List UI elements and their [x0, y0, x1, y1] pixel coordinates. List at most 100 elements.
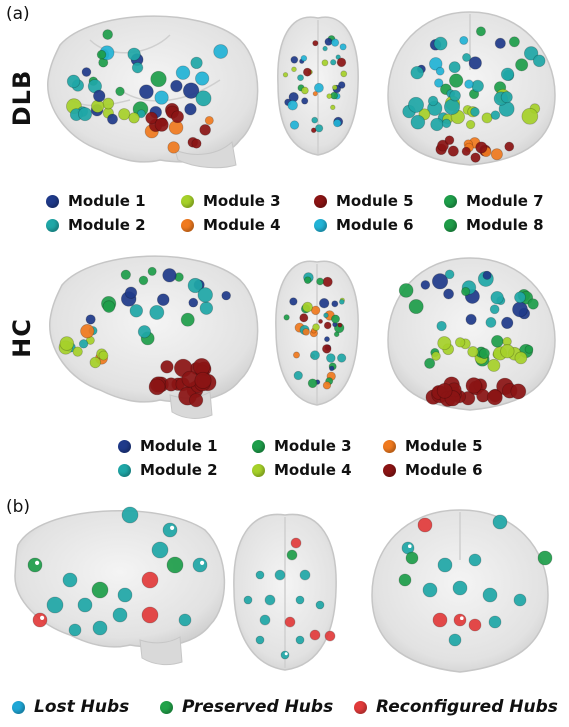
node-sphere: [444, 269, 455, 280]
node-sphere: [195, 90, 212, 107]
node-sphere: [447, 145, 459, 157]
node-sphere: [340, 70, 348, 78]
node-sphere: [188, 297, 199, 308]
node-sphere: [170, 79, 183, 93]
node-sphere: [243, 595, 253, 605]
node-sphere: [197, 287, 213, 303]
node-sphere: [333, 331, 340, 338]
node-sphere: [475, 141, 488, 154]
node-sphere: [329, 365, 335, 372]
node-sphere: [127, 47, 141, 61]
legend-label: Module 6: [405, 461, 483, 479]
node-sphere: [433, 36, 448, 51]
node-sphere: [115, 86, 125, 97]
node-sphere: [302, 67, 312, 77]
legend-label: Module 3: [274, 437, 352, 455]
hub-legend-label: Reconfigured Hubs: [376, 697, 558, 717]
node-sphere: [112, 607, 128, 623]
legend-label: Module 2: [140, 461, 218, 479]
dlb-legend-item: Module 3: [181, 192, 281, 210]
hc-legend-item: Module 2: [118, 461, 218, 479]
node-sphere: [93, 89, 106, 103]
hub-legend-item: Lost Hubs: [12, 697, 129, 717]
node-sphere: [213, 44, 229, 59]
node-sphere: [324, 630, 336, 642]
node-sphere: [280, 650, 290, 660]
node-sphere: [160, 360, 174, 374]
node-sphere: [500, 344, 515, 359]
node-sphere: [461, 146, 471, 157]
node-sphere: [494, 37, 506, 49]
node-sphere: [470, 152, 481, 163]
node-sphere: [311, 116, 319, 124]
node-sphere: [407, 96, 425, 113]
hub-legend-item: Reconfigured Hubs: [354, 697, 558, 717]
dlb-legend-item: Module 7: [444, 192, 544, 210]
node-sphere: [141, 606, 159, 624]
node-sphere: [448, 61, 461, 74]
module-6-swatch-icon: [314, 218, 327, 232]
node-sphere: [171, 110, 184, 124]
node-sphere: [178, 613, 192, 627]
module-1-swatch-icon: [118, 439, 131, 453]
node-sphere: [482, 270, 492, 280]
node-sphere: [96, 49, 107, 60]
node-sphere: [490, 291, 504, 305]
node-sphere: [515, 58, 529, 72]
node-sphere: [443, 288, 455, 300]
node-sphere: [81, 67, 92, 77]
node-sphere: [459, 35, 469, 45]
node-sphere: [92, 620, 108, 636]
node-sphere: [437, 336, 452, 351]
node-sphere: [339, 43, 347, 51]
node-sphere: [436, 320, 447, 332]
node-sphere: [312, 323, 320, 331]
node-sphere: [154, 90, 169, 105]
node-sphere: [184, 103, 197, 116]
dlb-legend-item: Module 5: [314, 192, 414, 210]
dlb-legend-item: Module 8: [444, 216, 544, 234]
module-5-swatch-icon: [383, 439, 396, 453]
node-sphere: [121, 506, 139, 524]
module-2-swatch-icon: [118, 463, 131, 477]
node-sphere: [292, 351, 300, 359]
node-sphere: [68, 623, 82, 637]
node-sphere: [78, 339, 89, 349]
node-sphere: [124, 286, 138, 299]
hc-legend-item: Module 4: [252, 461, 352, 479]
node-sphere: [441, 118, 452, 129]
node-sphere: [312, 91, 318, 97]
node-sphere: [283, 314, 290, 321]
node-sphere: [137, 325, 151, 339]
node-sphere: [189, 393, 204, 408]
node-sphere: [424, 357, 436, 369]
node-sphere: [490, 148, 503, 161]
node-sphere: [98, 350, 109, 361]
node-sphere: [465, 377, 482, 394]
node-sphere: [59, 336, 75, 351]
node-sphere: [482, 587, 498, 603]
node-sphere: [312, 40, 319, 47]
node-sphere: [512, 301, 528, 318]
node-sphere: [398, 573, 412, 587]
node-sphere: [315, 124, 324, 133]
node-sphere: [444, 135, 455, 146]
node-sphere: [145, 111, 158, 125]
node-sphere: [422, 582, 438, 598]
node-sphere: [475, 26, 486, 37]
node-sphere: [337, 81, 346, 89]
node-sphere: [128, 112, 140, 124]
node-sphere: [154, 117, 169, 132]
node-sphere: [148, 378, 166, 396]
node-sphere: [66, 74, 81, 89]
node-sphere: [337, 322, 343, 328]
node-highlight: [170, 525, 175, 531]
node-sphere: [521, 107, 539, 125]
node-highlight: [460, 616, 464, 620]
node-spheres: [27, 26, 553, 660]
node-sphere: [78, 107, 93, 122]
node-sphere: [289, 297, 298, 306]
node-sphere: [316, 277, 324, 286]
node-sphere: [429, 57, 443, 71]
node-sphere: [255, 570, 265, 580]
